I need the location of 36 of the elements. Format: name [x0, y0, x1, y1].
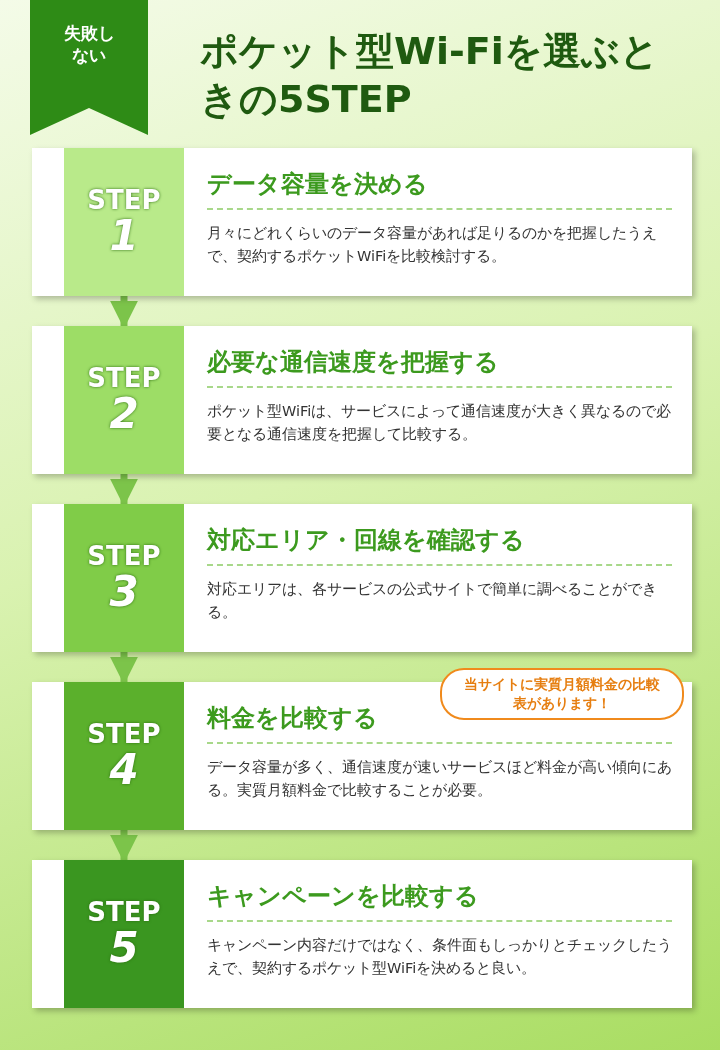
step-badge [64, 860, 184, 1008]
step-heading: 必要な通信速度を把握する [207, 346, 672, 388]
step-number: 4 [109, 748, 139, 793]
step-badge [64, 682, 184, 830]
step-description: ポケット型WiFiは、サービスによって通信速度が大きく異なるので必要となる通信速度を把握して比較する。 [207, 402, 673, 445]
arrow [110, 830, 138, 863]
step-card [32, 148, 692, 296]
step-heading: データ容量を決める [207, 168, 672, 210]
speech-bubble [440, 668, 684, 720]
step-description: 月々にどれくらいのデータ容量があれば足りるのかを把握したうえで、契約するポケットWiFiを比較検討する。 [207, 224, 658, 267]
step-number: 5 [109, 926, 139, 971]
step-description: データ容量が多く、通信速度が速いサービスほど料金が高い傾向にある。実質月額料金で比較することが必要。 [207, 758, 673, 801]
step-label: STEP [87, 185, 161, 215]
step-badge [64, 148, 184, 296]
step-label: STEP [87, 719, 161, 749]
arrow [110, 474, 138, 507]
ribbon-banner [30, 0, 148, 135]
step-description: 対応エリアは、各サービスの公式サイトで簡単に調べることができる。 [207, 580, 658, 623]
step-badge [64, 504, 184, 652]
step-label: STEP [87, 363, 161, 393]
arrow [110, 296, 138, 329]
step-heading: キャンペーンを比較する [207, 880, 672, 922]
banner-text: 失敗しない [62, 22, 116, 68]
step-number: 2 [109, 392, 139, 437]
step-description: キャンペーン内容だけではなく、条件面もしっかりとチェックしたうえで、契約するポケット型WiFiを決めると良い。 [207, 936, 673, 979]
diagram-title: ポケット型Wi-Fiを選ぶときの5STEP [200, 28, 660, 123]
step-badge [64, 326, 184, 474]
step-number: 1 [109, 214, 139, 259]
step-card [32, 504, 692, 652]
step-card [32, 326, 692, 474]
step-label: STEP [87, 541, 161, 571]
step-number: 3 [109, 570, 139, 615]
step-label: STEP [87, 897, 161, 927]
step-card [32, 860, 692, 1008]
step-heading: 対応エリア・回線を確認する [207, 524, 672, 566]
arrow [110, 652, 138, 685]
